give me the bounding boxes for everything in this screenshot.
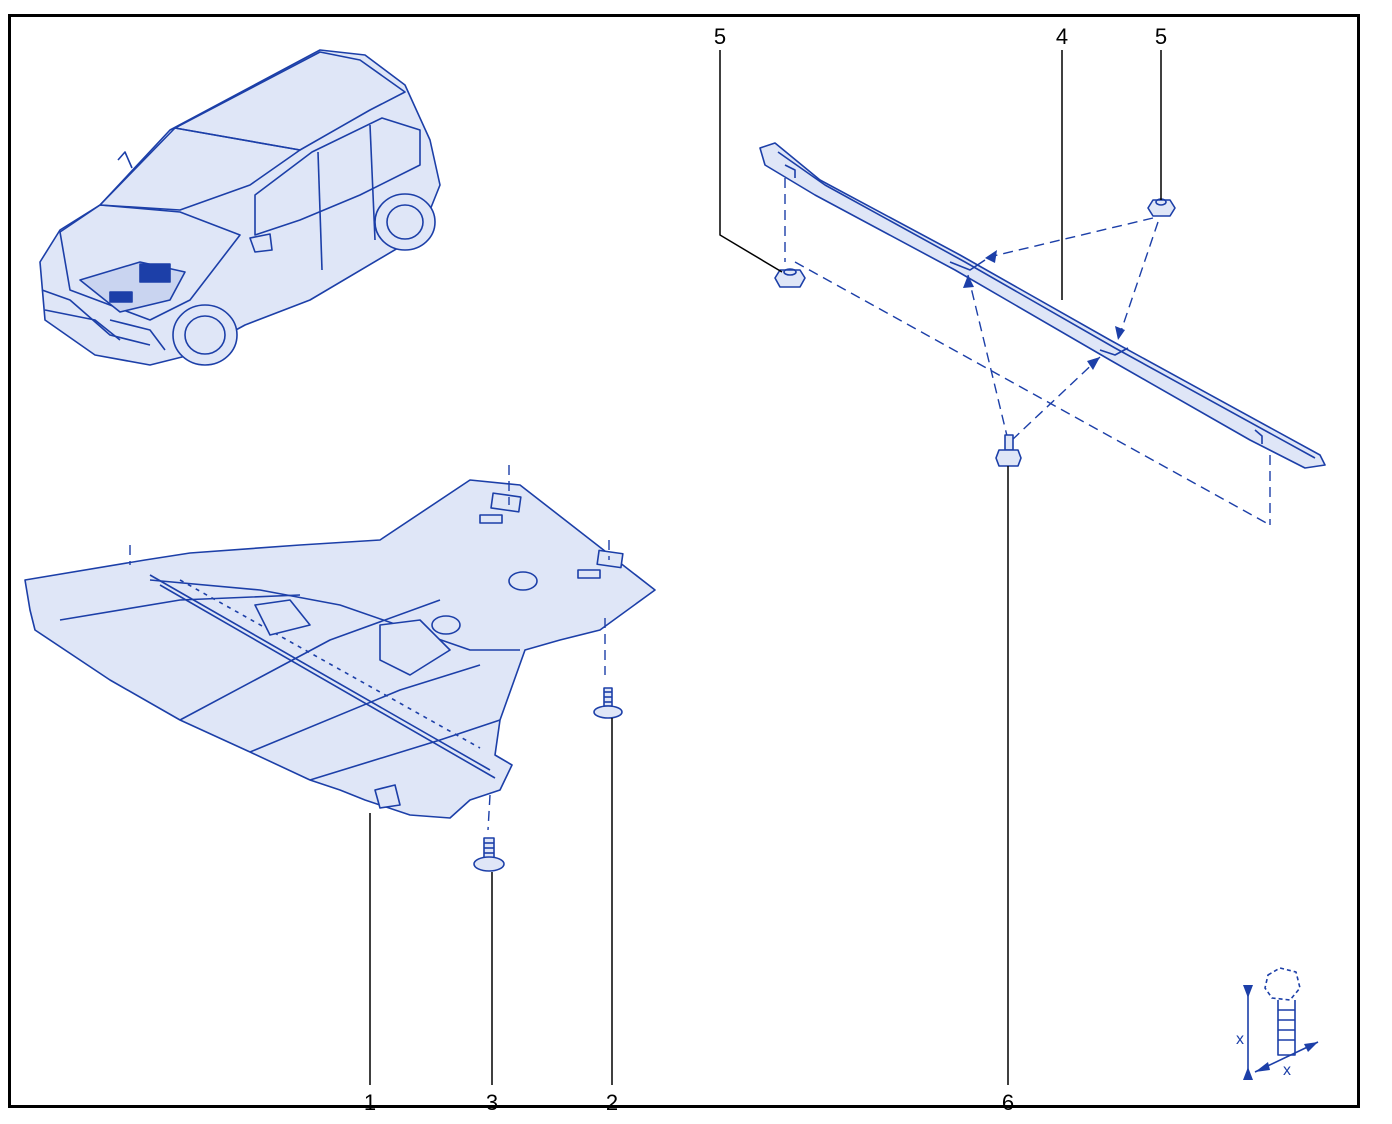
vehicle-illustration [39, 49, 441, 366]
engine-undertray [24, 465, 656, 831]
dimension-label-horizontal: x [1283, 1062, 1291, 1079]
nut-5-right [1147, 198, 1176, 217]
callout-5-right: 5 [1155, 24, 1167, 49]
callout-4: 4 [1056, 24, 1068, 49]
callout-5-left: 5 [714, 24, 726, 49]
bolt-dimension-symbol: x x [1236, 967, 1319, 1080]
callout-6: 6 [1002, 1090, 1014, 1115]
screw-2 [593, 687, 623, 719]
crossmember-bar [759, 142, 1326, 526]
stud-6 [995, 434, 1022, 467]
dimension-label-vertical: x [1236, 1031, 1244, 1048]
leader-lines [369, 50, 1162, 1085]
diagram-frame [8, 14, 1360, 1108]
callout-2: 2 [606, 1090, 618, 1115]
callout-1: 1 [364, 1090, 376, 1115]
screw-3 [473, 837, 505, 872]
nut-5-left [774, 268, 806, 288]
callout-3: 3 [486, 1090, 498, 1115]
